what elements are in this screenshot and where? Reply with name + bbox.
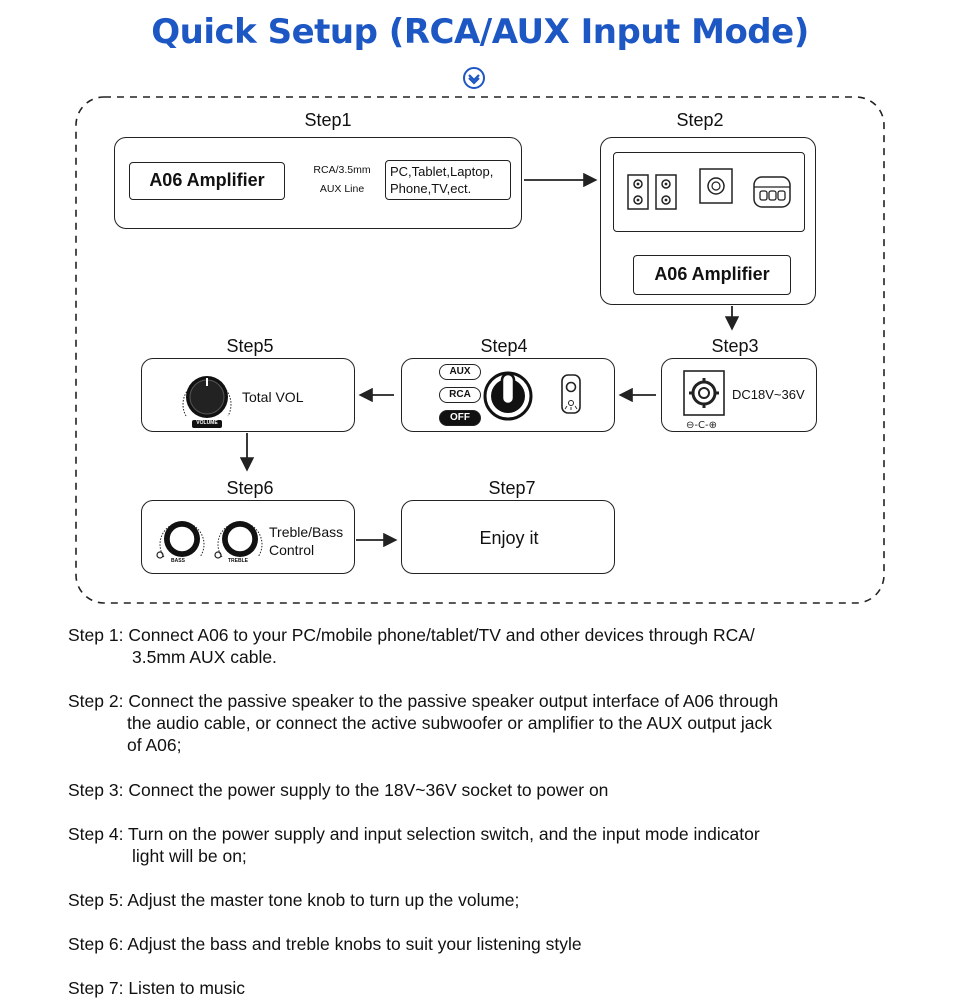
step1-box: A06 Amplifier RCA/3.5mm AUX Line PC,Tabl… — [114, 137, 522, 229]
page-title: Quick Setup (RCA/AUX Input Mode) — [151, 12, 809, 52]
step2-box: A06 Amplifier — [600, 137, 816, 305]
instruction-step5: Step 5: Adjust the master tone knob to t… — [68, 889, 519, 911]
instruction-step4-lead: Step 4: Turn on the power supply and inp… — [68, 824, 760, 844]
treble-knob-label: TREBLE — [228, 558, 248, 564]
chevron-down-icon — [462, 66, 486, 90]
amplifier-box-step2: A06 Amplifier — [633, 255, 791, 295]
cable-label-line1: RCA/3.5mm — [313, 164, 371, 176]
indicator-light-icon — [561, 374, 581, 414]
instruction-step6: Step 6: Adjust the bass and treble knobs… — [68, 933, 582, 955]
step6-label: Step6 — [226, 478, 274, 498]
step1-label: Step1 — [304, 110, 352, 130]
treble-bass-label: Treble/Bass Control — [269, 523, 343, 559]
power-label: DC18V~36V — [732, 387, 805, 402]
bass-knob-label: BASS — [171, 558, 185, 564]
instruction-step4: Step 4: Turn on the power supply and inp… — [68, 823, 760, 867]
bass-knob-icon — [156, 521, 205, 559]
speaker-outputs-icon — [627, 168, 791, 210]
instruction-step7: Step 7: Listen to music — [68, 977, 245, 999]
step4-box: AUX RCA OFF — [401, 358, 615, 432]
amplifier-box: A06 Amplifier — [129, 162, 285, 200]
devices-line1: PC,Tablet,Laptop, — [390, 164, 494, 179]
treble-bass-line2: Control — [269, 542, 315, 558]
cable-label-line2: AUX Line — [319, 183, 365, 195]
instruction-step6-lead: Step 6: Adjust the bass and treble knobs… — [68, 934, 582, 954]
treble-knob-icon — [214, 521, 263, 559]
instruction-step3: Step 3: Connect the power supply to the … — [68, 779, 608, 801]
instruction-step2-cont: the audio cable, or connect the active s… — [127, 713, 772, 733]
switch-off-label: OFF — [439, 410, 481, 426]
step5-box: VOLUME Total VOL — [141, 358, 355, 432]
svg-text:⊖-C-⊕: ⊖-C-⊕ — [686, 420, 717, 431]
step7-label: Step7 — [488, 478, 536, 498]
step3-box: ⊖-C-⊕ DC18V~36V — [661, 358, 817, 432]
instruction-step7-lead: Step 7: Listen to music — [68, 978, 246, 998]
step6-box: BASS TREBLE Treble/Bass Control — [141, 500, 355, 574]
step4-label: Step4 — [480, 336, 528, 356]
enjoy-label: Enjoy it — [479, 528, 539, 548]
step3-label: Step3 — [711, 336, 759, 356]
instruction-step2-cont2: of A06; — [127, 735, 182, 755]
devices-box: PC,Tablet,Laptop, Phone,TV,ect. — [385, 160, 511, 200]
total-vol-label: Total VOL — [242, 389, 304, 405]
instruction-step5-lead: Step 5: Adjust the master tone knob to t… — [68, 890, 520, 910]
instruction-step2: Step 2: Connect the passive speaker to t… — [68, 690, 778, 756]
devices-line2: Phone,TV,ect. — [390, 181, 472, 196]
step5-label: Step5 — [226, 336, 274, 356]
instruction-step2-lead: Step 2: Connect the passive speaker to t… — [68, 691, 779, 711]
instruction-step1: Step 1: Connect A06 to your PC/mobile ph… — [68, 624, 755, 668]
volume-knob-icon — [182, 376, 232, 428]
input-selector-knob-icon — [483, 371, 533, 421]
step7-box: Enjoy it — [401, 500, 615, 574]
instruction-step1-lead: Step 1: Connect A06 to your PC/mobile ph… — [68, 625, 755, 645]
volume-knob-label: VOLUME — [196, 420, 218, 426]
switch-aux-label: AUX — [439, 364, 481, 380]
instruction-step4-cont: light will be on; — [132, 846, 247, 866]
dc-power-socket-icon: ⊖-C-⊕ — [683, 370, 725, 431]
amplifier-rear-panel — [613, 152, 805, 232]
step2-label: Step2 — [676, 110, 724, 130]
treble-bass-line1: Treble/Bass — [269, 524, 344, 540]
instruction-step1-cont: 3.5mm AUX cable. — [132, 647, 277, 667]
instruction-step3-lead: Step 3: Connect the power supply to the … — [68, 780, 609, 800]
switch-rca-label: RCA — [439, 387, 481, 403]
